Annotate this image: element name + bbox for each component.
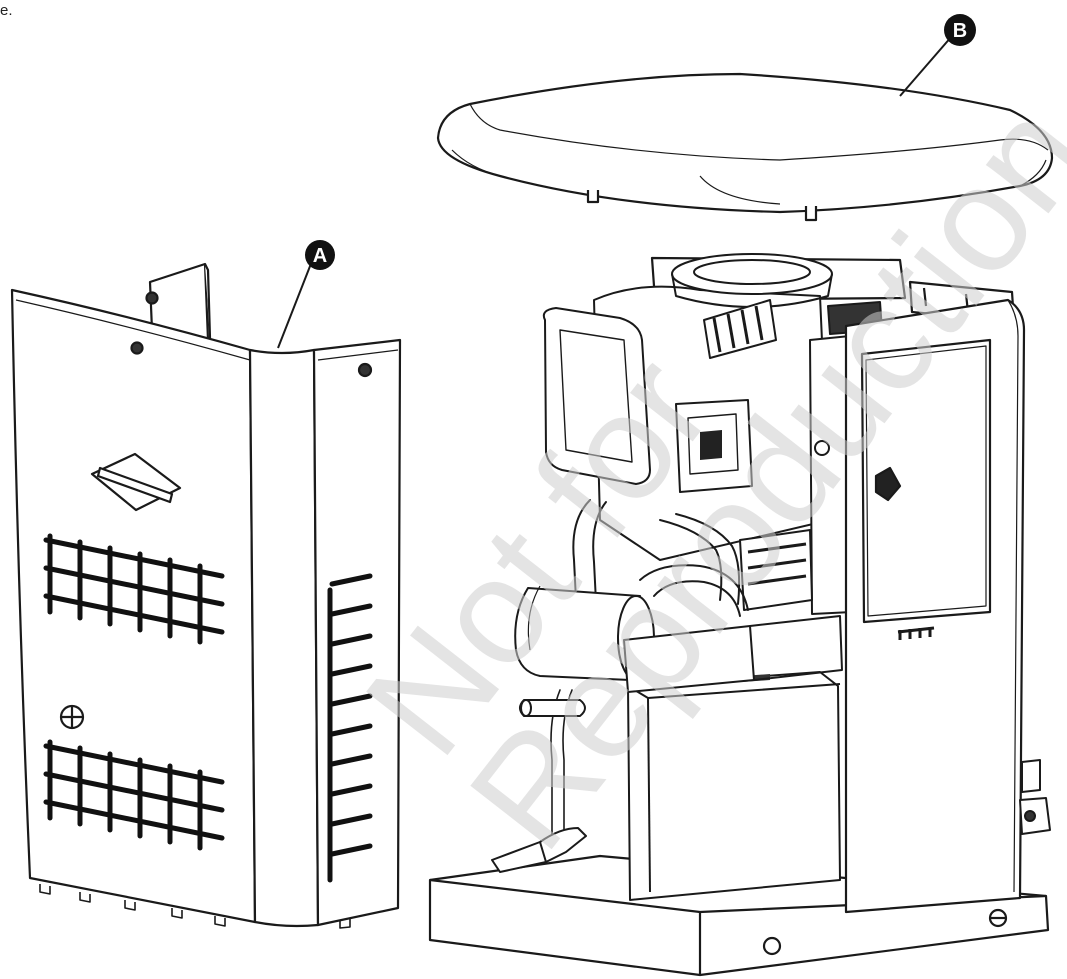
leader-line-b bbox=[899, 35, 953, 97]
corner-text-fragment: e. bbox=[0, 2, 13, 19]
panel-a-upper-louvers bbox=[43, 533, 225, 645]
panel-a-lower-louvers bbox=[43, 739, 225, 851]
side-fittings bbox=[1019, 759, 1051, 835]
callout-a-label: A bbox=[313, 245, 327, 267]
roof-b bbox=[436, 72, 1054, 222]
panel-a-side-louvers bbox=[327, 573, 373, 883]
callout-a-badge bbox=[305, 240, 335, 270]
exhaust-pipes bbox=[550, 499, 749, 841]
callout-b-label: B bbox=[953, 20, 967, 42]
callout-b: B bbox=[899, 14, 976, 97]
panel-a bbox=[10, 262, 402, 929]
callout-a: A bbox=[277, 240, 335, 349]
battery-box bbox=[623, 615, 843, 901]
engine-assembly bbox=[542, 253, 883, 615]
leader-line-a bbox=[277, 255, 315, 349]
right-enclosure-panel bbox=[844, 298, 1026, 914]
callout-b-badge bbox=[944, 14, 976, 46]
base-bracket bbox=[491, 827, 587, 873]
